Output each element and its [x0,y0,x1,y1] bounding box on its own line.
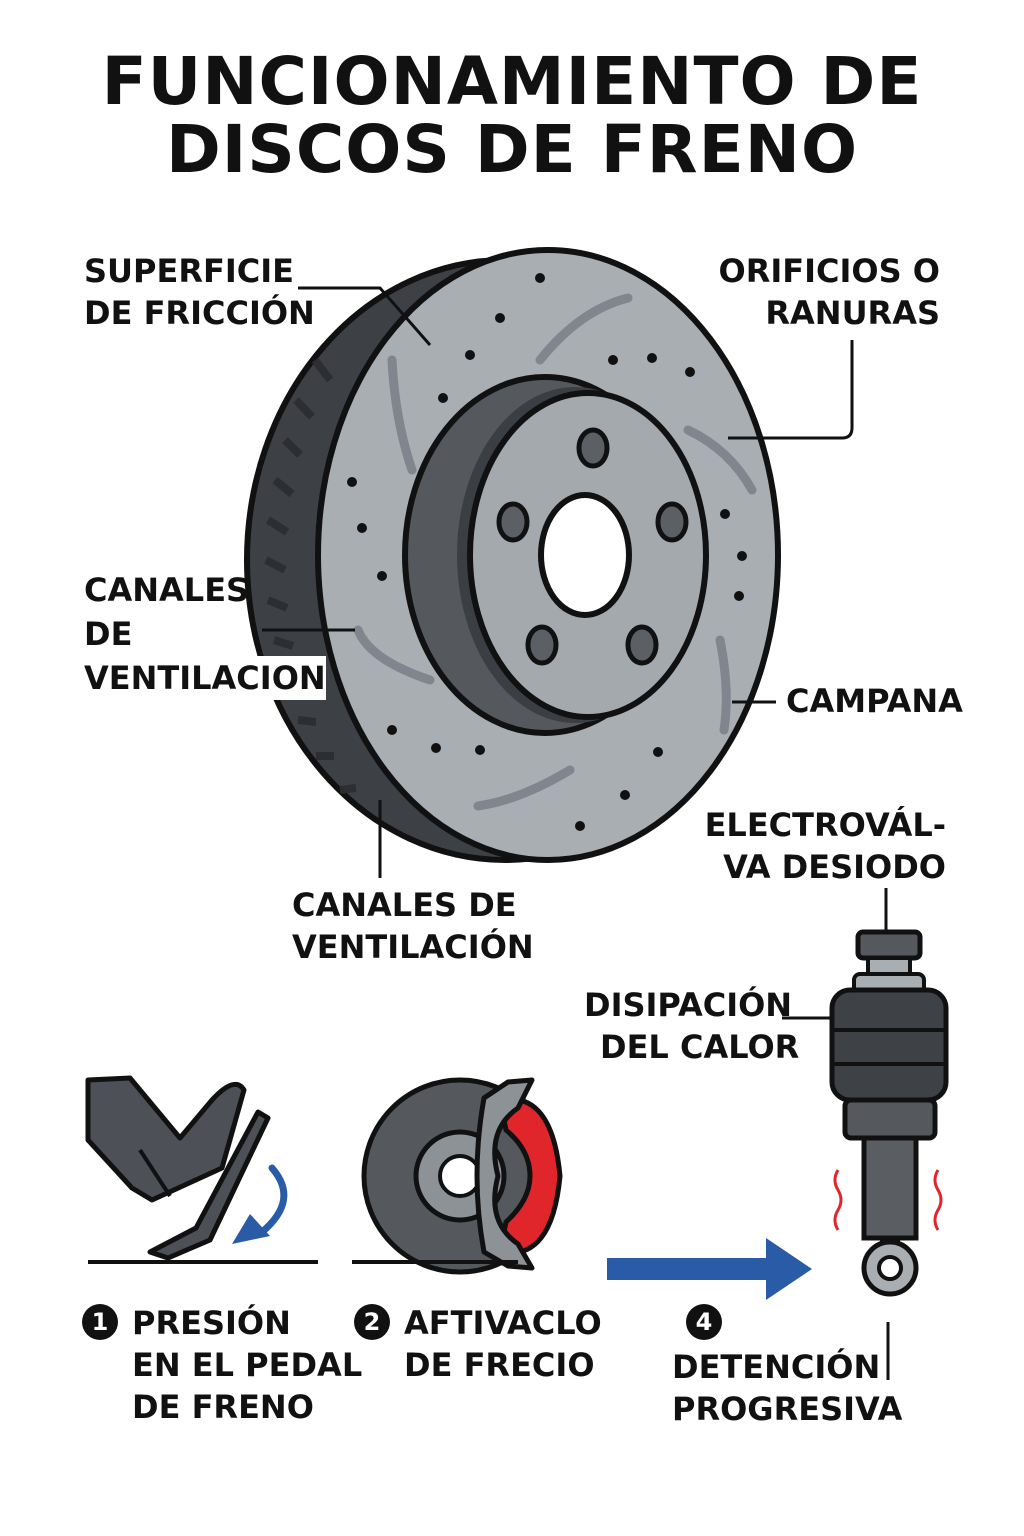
step-2: 2 AFTIVACLO DE FRECIO [354,1302,602,1386]
label-channels-left-line-2: DE [84,615,133,653]
label-valve-line-1: ELECTROVÁL- [704,806,946,844]
step-1-line-1: PRESIÓN [132,1304,291,1342]
label-heat-line-2: DEL CALOR [600,1028,800,1066]
lug-holes [496,427,689,666]
label-channels-left-line-1: CANALES [84,571,250,609]
label-channels-bottom-line-1: CANALES DE [292,886,517,924]
label-ventilation-channels-bottom: CANALES DE VENTILACIÓN [292,884,534,968]
label-valve-line-2: VA DESIODO [723,848,946,886]
label-bell-line-1: CAMPANA [786,682,963,720]
caliper-illustration [352,1077,563,1275]
step-4: 4 DETENCIÓN PROGRESIVA [672,1302,902,1430]
label-channels-bottom-line-2: VENTILACIÓN [292,928,534,966]
step-1-line-2: EN EL PEDAL [132,1346,363,1384]
label-friction-line-1: SUPERFICIE [84,252,294,290]
label-ventilation-channels-left: CANALES DE VENTILACION [84,568,326,700]
slot-grooves [353,293,757,811]
step-4-line-1: DETENCIÓN [672,1348,881,1386]
step-4-line-2: PROGRESIVA [672,1390,903,1428]
label-holes-line-1: ORIFICIOS O [718,252,941,290]
step-4-number: 4 [686,1304,722,1340]
ventilation-vanes [264,357,357,794]
label-channels-left-line-3: VENTILACION [84,656,326,700]
label-holes-slots: ORIFICIOS O RANURAS [719,250,941,334]
label-solenoid-valve: ELECTROVÁL- VA DESIODO [705,804,946,888]
label-friction-surface: SUPERFICIE DE FRICCIÓN [84,250,315,334]
label-heat-dissipation: DISIPACIÓN DEL CALOR [584,984,799,1068]
pedal-illustration [85,1075,318,1264]
valve-illustration [829,929,949,1297]
title-line-1: FUNCIONAMIENTO DE [101,43,923,120]
label-bell: CAMPANA [786,680,963,722]
title-line-2: DISCOS DE FRENO [165,111,859,188]
leader-lines [262,286,890,1380]
label-heat-line-1: DISIPACIÓN [584,986,793,1024]
step-2-number: 2 [354,1304,390,1340]
label-holes-line-2: RANURAS [765,294,940,332]
drilled-holes [347,273,747,831]
brake-disc-illustration [244,247,781,863]
step-1-line-3: DE FRENO [132,1388,314,1426]
step-2-line-2: DE FRECIO [404,1346,595,1384]
step-1: 1 PRESIÓN EN EL PEDAL DE FRENO [82,1302,362,1428]
step-1-number: 1 [82,1304,118,1340]
label-friction-line-2: DE FRICCIÓN [84,294,315,332]
step-2-line-1: AFTIVACLO [404,1304,602,1342]
page-title: FUNCIONAMIENTO DE DISCOS DE FRENO [0,48,1024,184]
flow-arrow-icon [607,1238,812,1300]
heat-waves-icon [833,1169,943,1231]
